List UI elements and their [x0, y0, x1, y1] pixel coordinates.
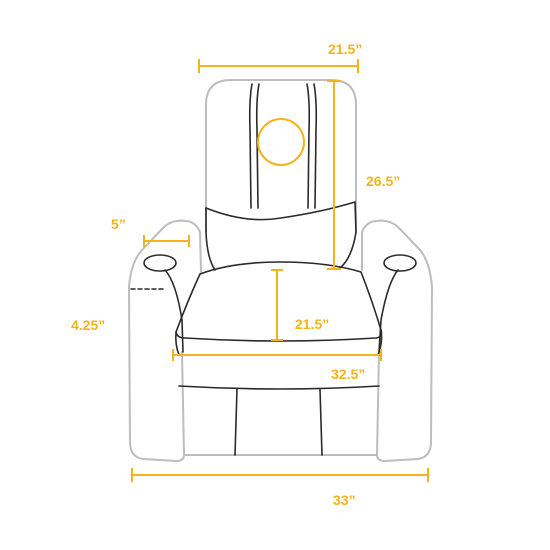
back-height-label: 26.5” [366, 173, 400, 189]
left-arm-inner [164, 269, 184, 353]
overall-width-label: 33” [333, 492, 356, 508]
seat-front [178, 385, 380, 390]
seat-depth-label: 21.5” [295, 316, 329, 332]
cupholder-line [143, 235, 190, 247]
seat-width-line [172, 349, 382, 361]
back-height-line [327, 80, 341, 270]
cupholder-label: 5” [111, 216, 126, 232]
back-width-label: 21.5” [328, 41, 362, 57]
backrest-stripe [306, 83, 311, 209]
seat-side-left [175, 331, 180, 356]
backrest-stripe [255, 83, 260, 209]
right-cupholder [383, 254, 417, 272]
arm-height-label: 4.25” [71, 317, 105, 333]
dimension-lines [131, 59, 429, 482]
lumbar-cushion [205, 201, 357, 269]
seat-side-right [377, 329, 383, 356]
overall-width-line [131, 468, 429, 482]
right-arm-outline [361, 219, 433, 288]
seat-depth-line [271, 269, 283, 341]
chair-outline [128, 79, 433, 462]
footrest-fold [234, 388, 238, 456]
lumbar-cushion-left [205, 207, 216, 271]
right-arm-inner [378, 269, 399, 353]
left-cupholder [143, 254, 177, 272]
dimension-labels: 21.5” 26.5” 5” 4.25” 21.5” 32.5” 33” [71, 41, 400, 508]
left-arm-outline [128, 219, 202, 288]
back-width-line [198, 59, 359, 73]
chair-details [130, 83, 417, 456]
right-side-outline [376, 286, 433, 462]
backrest-stripe [313, 83, 318, 209]
seat-cushion [175, 261, 383, 342]
seat-width-label: 32.5” [331, 366, 365, 382]
backrest-outline [205, 79, 357, 233]
footrest-fold [319, 388, 323, 456]
left-side-outline [128, 286, 185, 462]
backrest-stripe [248, 83, 253, 209]
logo-circle [257, 118, 305, 166]
